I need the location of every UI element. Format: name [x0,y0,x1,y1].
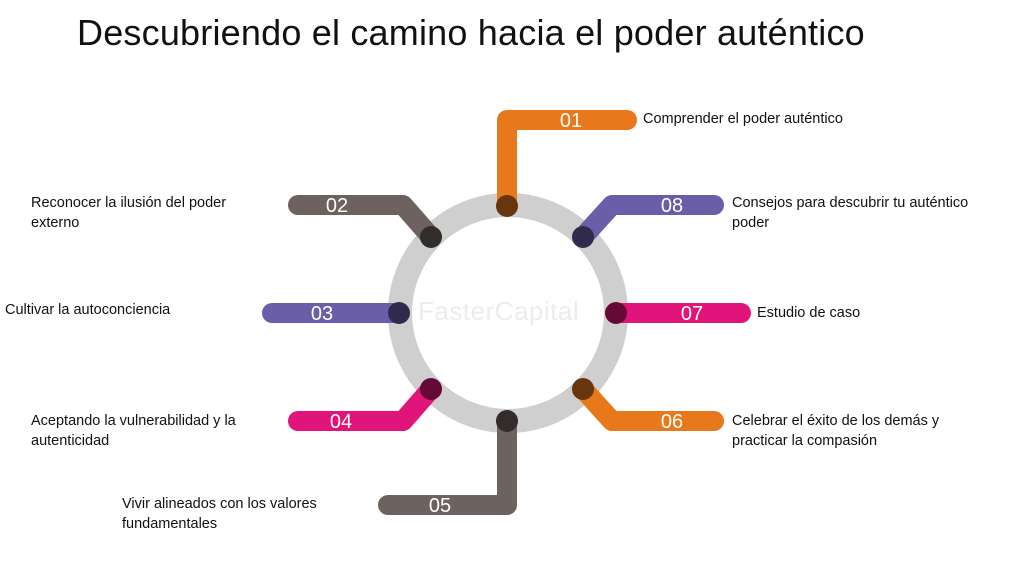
step-connector-08: 08 [572,195,724,248]
step-connector-01: 01 [496,110,637,217]
page-title: Descubriendo el camino hacia el poder au… [77,12,865,53]
step-text-08: Consejos para descubrir tu auténtico pod… [732,195,969,231]
step-connector-03: 03 [262,302,410,325]
step-text-01: Comprender el poder auténtico [643,111,843,127]
step-text-04: Aceptando la vulnerabilidad y la autenti… [31,413,236,449]
step-text-07: Estudio de caso [757,305,861,321]
step-number-05: 05 [429,495,451,517]
watermark: FasterCapital [418,296,580,326]
step-number-06: 06 [661,411,683,433]
step-number-02: 02 [326,195,348,217]
step-text-03: Cultivar la autoconciencia [5,302,171,318]
step-connector-06: 06 [572,378,724,433]
step-text-05: Vivir alineados con los valores fundamen… [122,496,317,532]
step-number-03: 03 [311,303,333,325]
step-number-08: 08 [661,195,683,217]
step-number-07: 07 [681,303,703,325]
step-text-02: Reconocer la ilusión del poder externo [31,195,227,231]
step-number-04: 04 [330,411,352,433]
step-connector-02: 02 [288,195,442,248]
step-connector-07: 07 [605,302,751,325]
step-connector-04: 04 [288,378,442,433]
step-number-01: 01 [560,110,582,132]
step-connector-05: 05 [378,410,518,517]
step-text-06: Celebrar el éxito de los demás y practic… [732,413,940,449]
